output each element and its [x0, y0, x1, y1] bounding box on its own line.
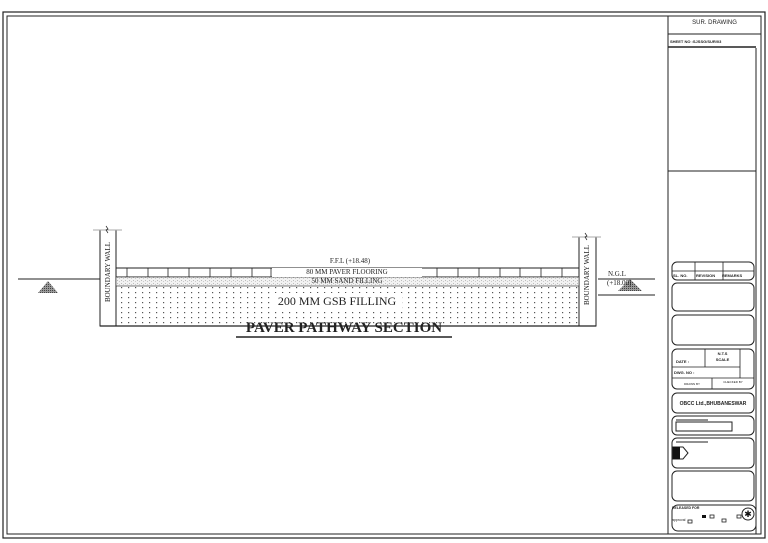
released-for-label: RELEASED FOR: [672, 506, 700, 510]
drawing-title: PAVER PATHWAY SECTION: [245, 320, 443, 336]
scale-value: N.T.S: [717, 351, 728, 356]
compass-icon: [741, 507, 755, 521]
outer-border: [2, 11, 766, 539]
company-name: OBCC Ltd.,BHUBANESWAR: [679, 401, 747, 407]
checked-by-label: CHECKED BY: [723, 380, 743, 384]
rev-col-revision: REVISION: [696, 273, 716, 278]
approval-label: approval: [672, 518, 686, 522]
dwg-no-label: DWG. NO :: [674, 370, 695, 375]
sheet-number: SHEET NO :SJSSG/SUR/03: [670, 39, 722, 44]
rev-col-slno: SL. NO.: [673, 273, 688, 278]
right-wall-label: BOUNDARY WALL: [583, 244, 591, 306]
ground-hatch-right: [618, 279, 642, 291]
gsb-label: 200 MM GSB FILLING: [277, 294, 397, 308]
paver-label: 80 MM PAVER FLOORING: [272, 268, 422, 277]
sand-label: 50 MM SAND FILLING: [311, 277, 383, 285]
svg-text:✱: ✱: [744, 509, 752, 519]
ffl-label: F.F.L (+18.48): [329, 257, 371, 265]
date-label: DATE :: [676, 359, 690, 364]
ground-hatch-left: [38, 281, 58, 293]
title-block-header: SUR. DRAWING: [692, 20, 737, 26]
drawn-by-label: DRAWN BY: [683, 382, 701, 386]
ngl-level: (+18.00): [607, 279, 632, 287]
rev-col-remarks: REMARKS: [722, 273, 743, 278]
inner-border: [6, 15, 762, 535]
left-wall-label: BOUNDARY WALL: [104, 241, 112, 303]
ngl-label: N.G.L: [608, 270, 626, 278]
scale-label: SCALE: [715, 357, 730, 362]
